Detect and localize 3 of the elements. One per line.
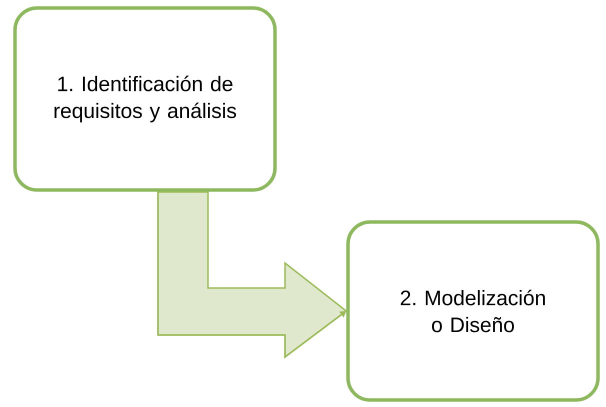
process-box: 2. Modelización o Diseño [346, 220, 600, 402]
bent-arrow [157, 191, 348, 358]
process-box: 1. Identificación de requisitos y análisis [13, 6, 277, 192]
